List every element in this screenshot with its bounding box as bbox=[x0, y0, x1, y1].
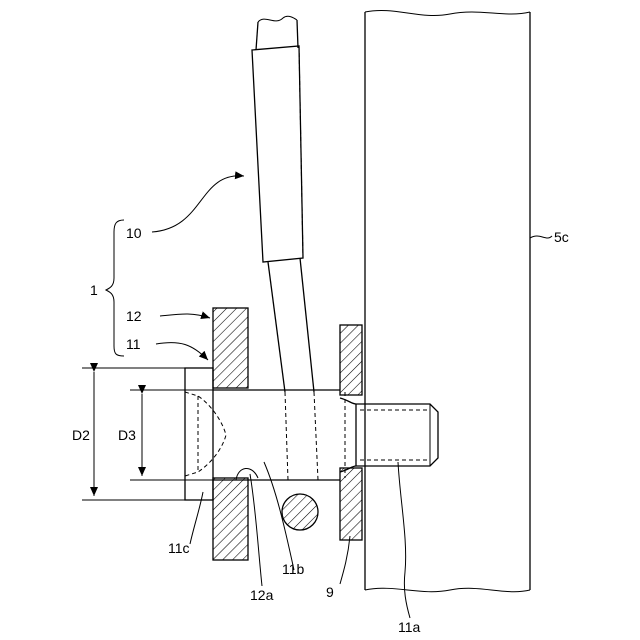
label-shaft: 11b bbox=[282, 561, 305, 577]
label-d2: D2 bbox=[72, 427, 90, 443]
label-rod: 10 bbox=[126, 225, 142, 241]
threaded-end-11a bbox=[340, 398, 438, 472]
label-frame: 5c bbox=[554, 229, 569, 245]
reference-labels: 1 10 12 11 5c D2 D3 11c 11b 12a 9 11a bbox=[72, 225, 569, 635]
label-assembly: 1 bbox=[90, 282, 98, 298]
label-flange-end: 11c bbox=[168, 540, 190, 556]
label-plate-hole: 12a bbox=[250, 587, 274, 603]
label-threaded-end: 11a bbox=[398, 619, 421, 635]
frame-5c bbox=[365, 10, 530, 591]
label-plate: 12 bbox=[126, 308, 142, 324]
dimension-d3 bbox=[130, 390, 213, 480]
plate-12 bbox=[213, 308, 248, 560]
label-d3: D3 bbox=[118, 427, 136, 443]
assembly-brace bbox=[106, 220, 124, 356]
label-bushing: 11 bbox=[126, 336, 141, 352]
rod-cross-section bbox=[282, 494, 318, 530]
leader-lines bbox=[152, 176, 552, 618]
bracket-9 bbox=[340, 325, 362, 540]
rod-10 bbox=[252, 16, 318, 480]
label-bracket: 9 bbox=[326, 584, 334, 600]
